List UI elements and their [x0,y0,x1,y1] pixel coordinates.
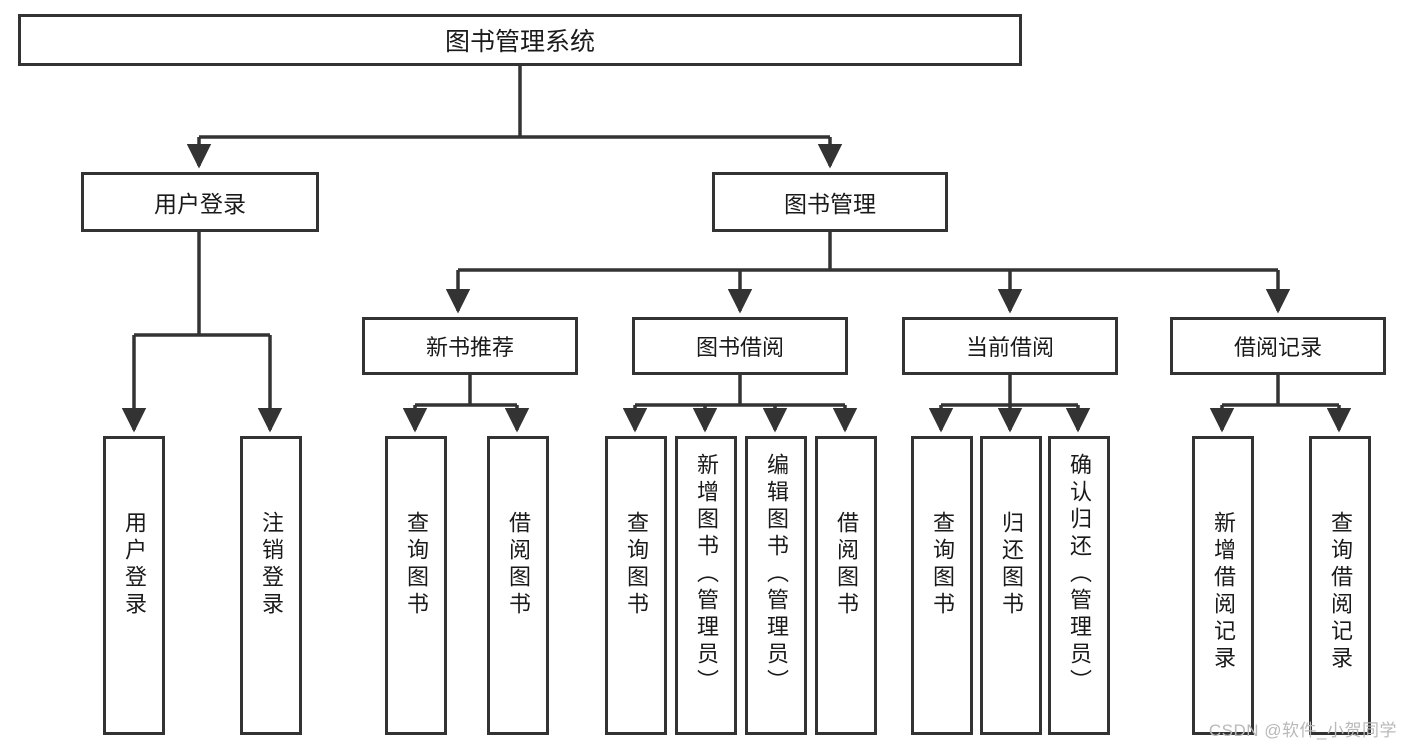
leaf-new-book-2-label: 借阅图书 [506,511,531,619]
leaf-borrow-record-1[interactable]: 新增借阅记录 [1192,436,1254,735]
leaf-new-book-2[interactable]: 借阅图书 [487,436,549,735]
leaf-current-borrow-3-label: 确认归还（管理员） [1067,453,1092,696]
node-current-borrow-label: 当前借阅 [965,335,1054,360]
leaf-book-borrow-3-label: 编辑图书（管理员） [764,453,789,696]
node-root-label: 图书管理系统 [444,28,595,56]
leaf-borrow-record-2[interactable]: 查询借阅记录 [1309,436,1371,735]
leaf-book-borrow-3[interactable]: 编辑图书（管理员） [745,436,807,735]
leaf-user-login-1[interactable]: 用户登录 [103,436,165,735]
leaf-current-borrow-3[interactable]: 确认归还（管理员） [1048,436,1110,735]
leaf-borrow-record-2-label: 查询借阅记录 [1328,511,1353,673]
leaf-current-borrow-2[interactable]: 归还图书 [980,436,1042,735]
node-book-borrow-label: 图书借阅 [695,335,784,360]
node-new-book-recommend-label: 新书推荐 [425,335,514,360]
leaf-new-book-1-label: 查询图书 [404,511,429,619]
leaf-new-book-1[interactable]: 查询图书 [385,436,447,735]
leaf-user-login-1-label: 用户登录 [122,511,147,619]
node-user-login-label: 用户登录 [154,191,246,217]
leaf-current-borrow-1-label: 查询图书 [930,511,955,619]
node-root[interactable]: 图书管理系统 [18,14,1022,66]
node-borrow-record[interactable]: 借阅记录 [1170,317,1386,375]
leaf-book-borrow-4-label: 借阅图书 [834,511,859,619]
leaf-book-borrow-2[interactable]: 新增图书（管理员） [675,436,737,735]
node-user-login[interactable]: 用户登录 [81,172,319,232]
leaf-book-borrow-4[interactable]: 借阅图书 [815,436,877,735]
node-new-book-recommend[interactable]: 新书推荐 [362,317,578,375]
node-book-manage-label: 图书管理 [784,191,876,217]
leaf-current-borrow-2-label: 归还图书 [999,511,1024,619]
node-book-borrow[interactable]: 图书借阅 [632,317,848,375]
leaf-book-borrow-1[interactable]: 查询图书 [605,436,667,735]
leaf-borrow-record-1-label: 新增借阅记录 [1211,511,1236,673]
node-book-manage[interactable]: 图书管理 [712,172,948,232]
leaf-user-login-2[interactable]: 注销登录 [240,436,302,735]
csdn-watermark: CSDN @软件_小贺同学 [1208,721,1397,740]
leaf-user-login-2-label: 注销登录 [259,511,284,619]
node-current-borrow[interactable]: 当前借阅 [902,317,1118,375]
leaf-book-borrow-2-label: 新增图书（管理员） [694,453,719,696]
leaf-book-borrow-1-label: 查询图书 [624,511,649,619]
node-borrow-record-label: 借阅记录 [1233,335,1322,360]
leaf-current-borrow-1[interactable]: 查询图书 [911,436,973,735]
